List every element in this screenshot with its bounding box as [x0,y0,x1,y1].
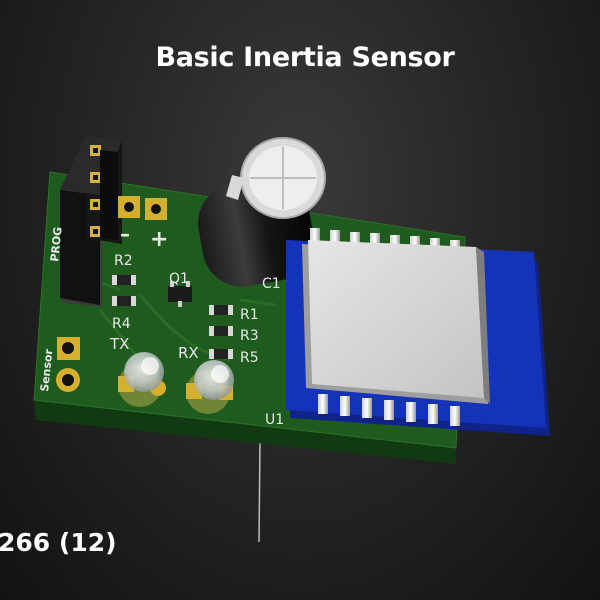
sensor-pads [56,337,80,392]
ref-u1: U1 [265,412,284,428]
minus-label: – [120,222,130,246]
ref-r1: R1 [240,307,259,323]
page-title: Basic Inertia Sensor [155,42,455,73]
ref-c1: C1 [262,276,281,292]
lead-wire [258,439,261,543]
resistor-r2-r4 [112,275,136,306]
transistor-q1 [168,281,192,307]
plus-label: + [150,227,168,252]
ref-r3: R3 [240,328,259,344]
sensor-label: Sensor [38,348,55,392]
ref-r4: R4 [112,316,131,332]
wifi-module-u1 [286,228,550,436]
resistor-r1-r3-r5 [209,305,233,359]
corner-label: 266 (12) [0,528,117,557]
led-rx [186,360,234,414]
ref-tx: TX [109,335,129,353]
ref-q1: Q1 [169,271,189,287]
capacitor-c1 [198,137,326,287]
prog-label: PROG [48,226,65,262]
power-pads [118,196,167,220]
ref-rx: RX [178,344,199,362]
led-tx [118,352,166,407]
prog-connector [60,135,122,307]
ref-r5: R5 [240,350,259,366]
ref-r2: R2 [114,253,133,269]
